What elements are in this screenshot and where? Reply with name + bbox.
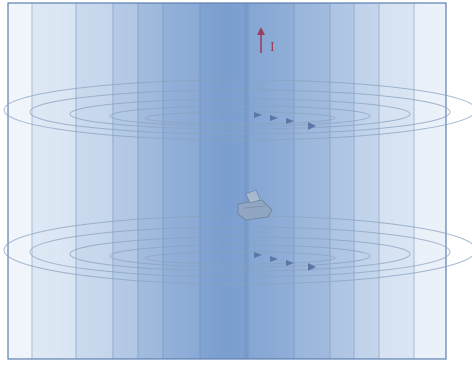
field-ring bbox=[69, 236, 411, 272]
field-rings-lower bbox=[3, 215, 472, 285]
field-ring bbox=[109, 105, 371, 127]
field-ring bbox=[3, 79, 472, 141]
field-ring bbox=[3, 215, 472, 285]
field-arrow bbox=[308, 122, 316, 130]
current-indicator: I bbox=[257, 27, 275, 55]
current-label: I bbox=[270, 40, 275, 55]
field-arrow bbox=[254, 112, 262, 118]
field-rings-upper bbox=[3, 79, 472, 141]
current-arrow-head bbox=[257, 27, 265, 35]
field-arrow bbox=[270, 256, 278, 262]
field-arrow bbox=[286, 118, 294, 124]
cylinder-layers bbox=[7, 2, 447, 360]
wire-junction bbox=[237, 189, 273, 221]
junction-top bbox=[245, 189, 261, 204]
outer-frame bbox=[7, 2, 447, 360]
field-arrow bbox=[308, 263, 316, 271]
field-ring bbox=[69, 98, 411, 130]
junction-mark bbox=[243, 205, 267, 209]
field-direction-upper bbox=[254, 112, 316, 130]
field-arrow bbox=[286, 260, 294, 266]
field-direction-lower bbox=[254, 252, 316, 271]
layer-sheen bbox=[8, 3, 446, 359]
field-ring bbox=[109, 244, 371, 268]
field-arrow bbox=[270, 115, 278, 121]
field-arrow bbox=[254, 252, 262, 258]
field-ring bbox=[144, 111, 336, 125]
field-ring bbox=[29, 226, 451, 278]
field-ring bbox=[144, 251, 336, 265]
field-ring bbox=[29, 89, 451, 135]
junction-body bbox=[237, 199, 273, 221]
